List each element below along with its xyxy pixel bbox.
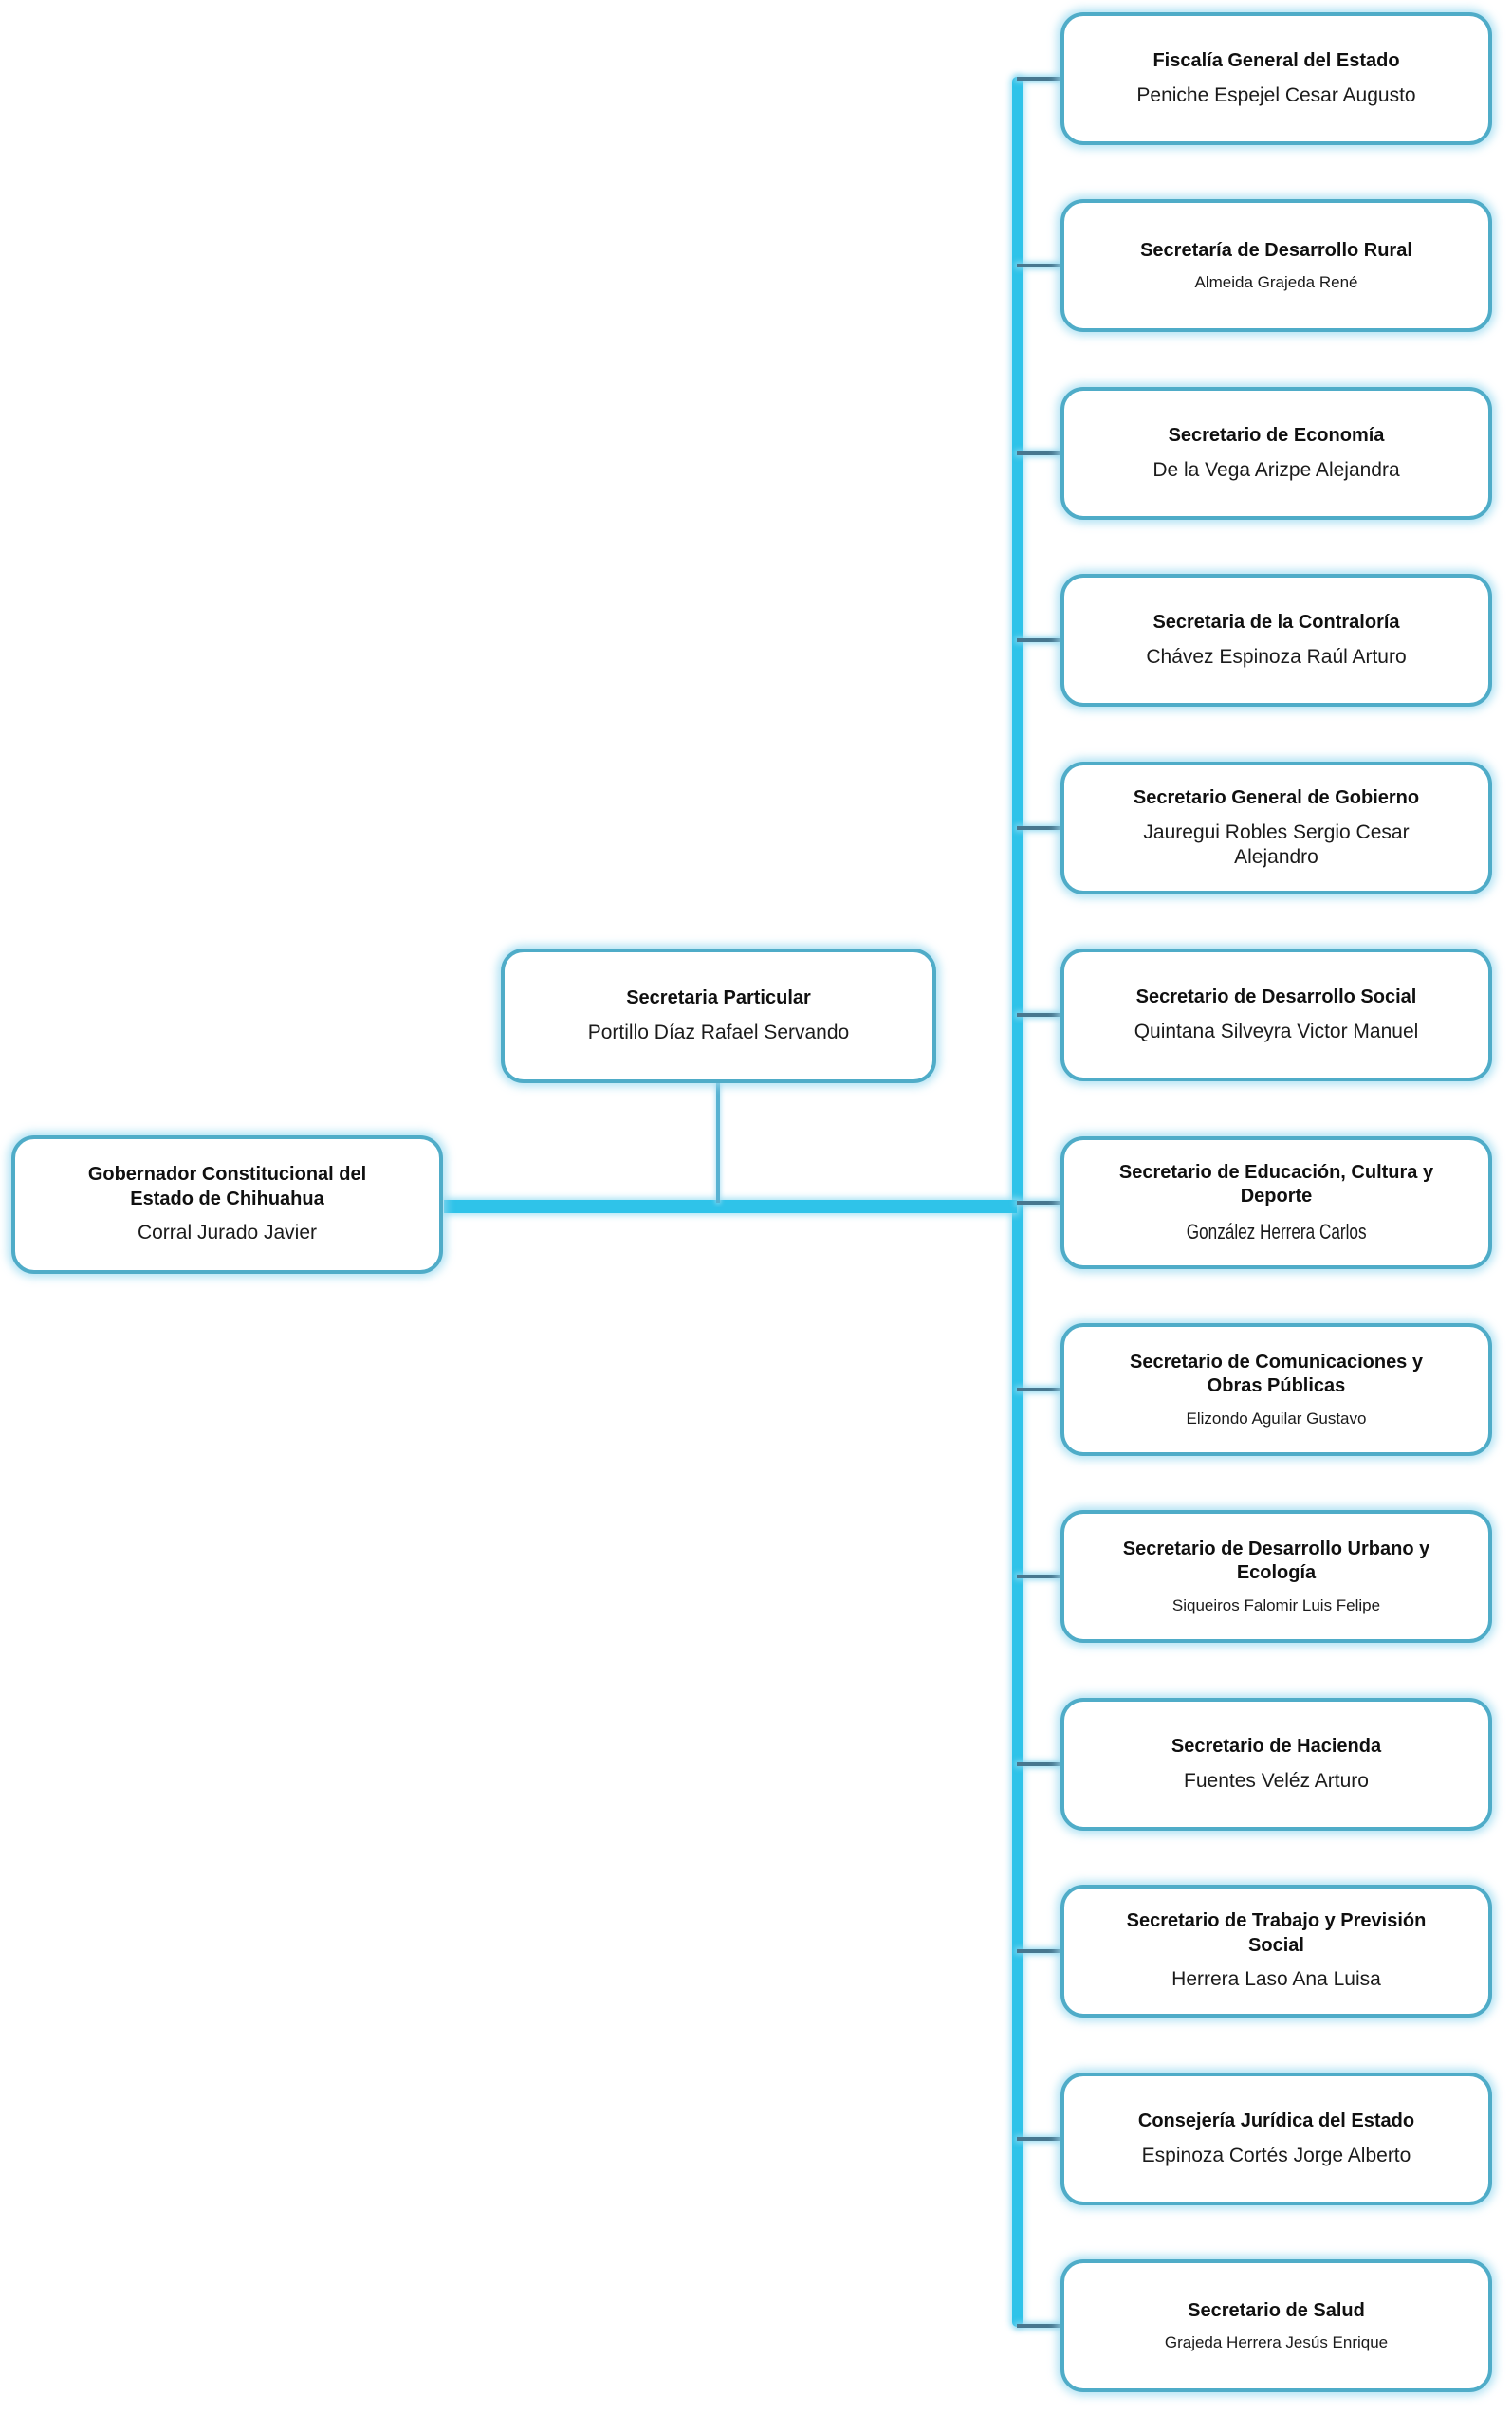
- node-title: Secretario General de Gobierno: [1133, 786, 1420, 808]
- stub-connector-desarrollo-urbano: [1017, 1575, 1061, 1578]
- node-name: González Herrera Carlos: [1186, 1219, 1367, 1244]
- node-name: Almeida Grajeda René: [1194, 273, 1358, 292]
- stub-connector-economia: [1017, 451, 1061, 455]
- org-node-desarrollo-urbano: Secretario de Desarrollo Urbano y Ecolog…: [1060, 1510, 1492, 1643]
- node-title: Secretario de Desarrollo Social: [1135, 986, 1417, 1008]
- org-node-secretaria-particular: Secretaria Particular Portillo Díaz Rafa…: [501, 949, 936, 1083]
- node-title: Gobernador Constitucional del Estado de …: [87, 1164, 367, 1209]
- node-name: Fuentes Veléz Arturo: [1184, 1769, 1369, 1792]
- trunk-connector: [444, 1200, 1017, 1213]
- node-name: Elizondo Aguilar Gustavo: [1186, 1409, 1367, 1428]
- org-node-contraloria: Secretaria de la Contraloría Chávez Espi…: [1060, 574, 1492, 707]
- org-node-comunicaciones: Secretario de Comunicaciones y Obras Púb…: [1060, 1323, 1492, 1456]
- node-name: Chávez Espinoza Raúl Arturo: [1146, 645, 1407, 668]
- org-node-desarrollo-rural: Secretaría de Desarrollo Rural Almeida G…: [1060, 199, 1492, 332]
- node-title: Secretario de Hacienda: [1171, 1736, 1382, 1758]
- node-name: Quintana Silveyra Victor Manuel: [1134, 1020, 1419, 1042]
- org-node-governor: Gobernador Constitucional del Estado de …: [11, 1135, 443, 1274]
- node-title: Secretaria de la Contraloría: [1152, 612, 1400, 634]
- stub-connector-educacion: [1017, 1201, 1061, 1205]
- node-name: Corral Jurado Javier: [137, 1222, 318, 1244]
- org-node-salud: Secretario de Salud Grajeda Herrera Jesú…: [1060, 2259, 1492, 2392]
- node-title: Secretario de Educación, Cultura y Depor…: [1118, 1161, 1434, 1207]
- stub-connector-hacienda: [1017, 1762, 1061, 1766]
- stub-connector-fiscalia: [1017, 77, 1061, 81]
- stub-connector-desarrollo-social: [1017, 1013, 1061, 1017]
- node-name: Jauregui Robles Sergio Cesar Alejandro: [1143, 820, 1410, 868]
- particular-drop-connector: [716, 1083, 720, 1203]
- node-name: Grajeda Herrera Jesús Enrique: [1164, 2333, 1389, 2352]
- stub-connector-comunicaciones: [1017, 1388, 1061, 1391]
- org-node-gobierno: Secretario General de Gobierno Jauregui …: [1060, 762, 1492, 894]
- node-name: Herrera Laso Ana Luisa: [1171, 1968, 1381, 1991]
- org-node-trabajo: Secretario de Trabajo y Previsión Social…: [1060, 1885, 1492, 2018]
- stub-connector-salud: [1017, 2324, 1061, 2328]
- node-title: Consejería Jurídica del Estado: [1137, 2110, 1415, 2132]
- node-title: Secretario de Economía: [1168, 425, 1385, 447]
- stub-connector-consejeria: [1017, 2137, 1061, 2141]
- node-title: Secretario de Desarrollo Urbano y Ecolog…: [1122, 1538, 1430, 1584]
- node-name: Portillo Díaz Rafael Servando: [587, 1021, 850, 1043]
- node-name: Peniche Espejel Cesar Augusto: [1136, 83, 1416, 106]
- node-title: Secretario de Salud: [1188, 2299, 1365, 2321]
- node-title: Secretario de Trabajo y Previsión Social: [1126, 1910, 1427, 1956]
- node-title: Secretaría de Desarrollo Rural: [1140, 239, 1412, 261]
- stub-connector-desarrollo-rural: [1017, 264, 1061, 267]
- node-title: Secretaria Particular: [626, 987, 811, 1009]
- node-name: Siqueiros Falomir Luis Felipe: [1171, 1595, 1381, 1614]
- stub-connector-contraloria: [1017, 638, 1061, 642]
- org-node-economia: Secretario de Economía De la Vega Arizpe…: [1060, 387, 1492, 520]
- org-node-consejeria-juridica: Consejería Jurídica del Estado Espinoza …: [1060, 2073, 1492, 2205]
- stub-connector-trabajo: [1017, 1949, 1061, 1953]
- org-node-hacienda: Secretario de Hacienda Fuentes Veléz Art…: [1060, 1698, 1492, 1831]
- stub-connector-gobierno: [1017, 826, 1061, 830]
- org-node-fiscalia: Fiscalía General del Estado Peniche Espe…: [1060, 12, 1492, 145]
- org-node-educacion: Secretario de Educación, Cultura y Depor…: [1060, 1136, 1492, 1269]
- node-title: Secretario de Comunicaciones y Obras Púb…: [1129, 1351, 1423, 1397]
- node-name: Espinoza Cortés Jorge Alberto: [1141, 2144, 1411, 2166]
- node-name: De la Vega Arizpe Alejandra: [1152, 458, 1400, 481]
- org-node-desarrollo-social: Secretario de Desarrollo Social Quintana…: [1060, 949, 1492, 1081]
- node-title: Fiscalía General del Estado: [1152, 50, 1400, 72]
